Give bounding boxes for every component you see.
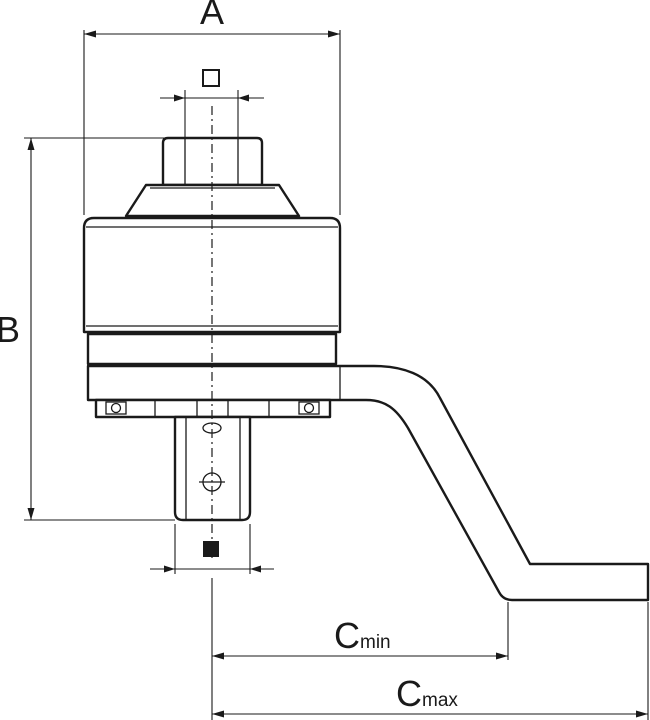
dimension-c-min-label: Cmin — [334, 615, 391, 656]
c-max-sub: max — [422, 690, 458, 711]
dimension-c-max-label: Cmax — [396, 673, 458, 714]
dimension-b: B — [0, 137, 175, 521]
square-filled-icon — [203, 541, 219, 557]
dimension-c: Cmin Cmax — [211, 578, 649, 720]
dimension-a-label: A — [200, 0, 224, 32]
dimension-b-label: B — [0, 309, 20, 350]
output-drive-dimension — [150, 524, 274, 574]
square-outline-icon — [202, 69, 220, 87]
dimension-a: A — [83, 0, 341, 215]
c-max-main: C — [396, 673, 422, 714]
tool-body — [82, 136, 650, 602]
c-min-main: C — [334, 615, 360, 656]
c-min-sub: min — [360, 632, 391, 653]
